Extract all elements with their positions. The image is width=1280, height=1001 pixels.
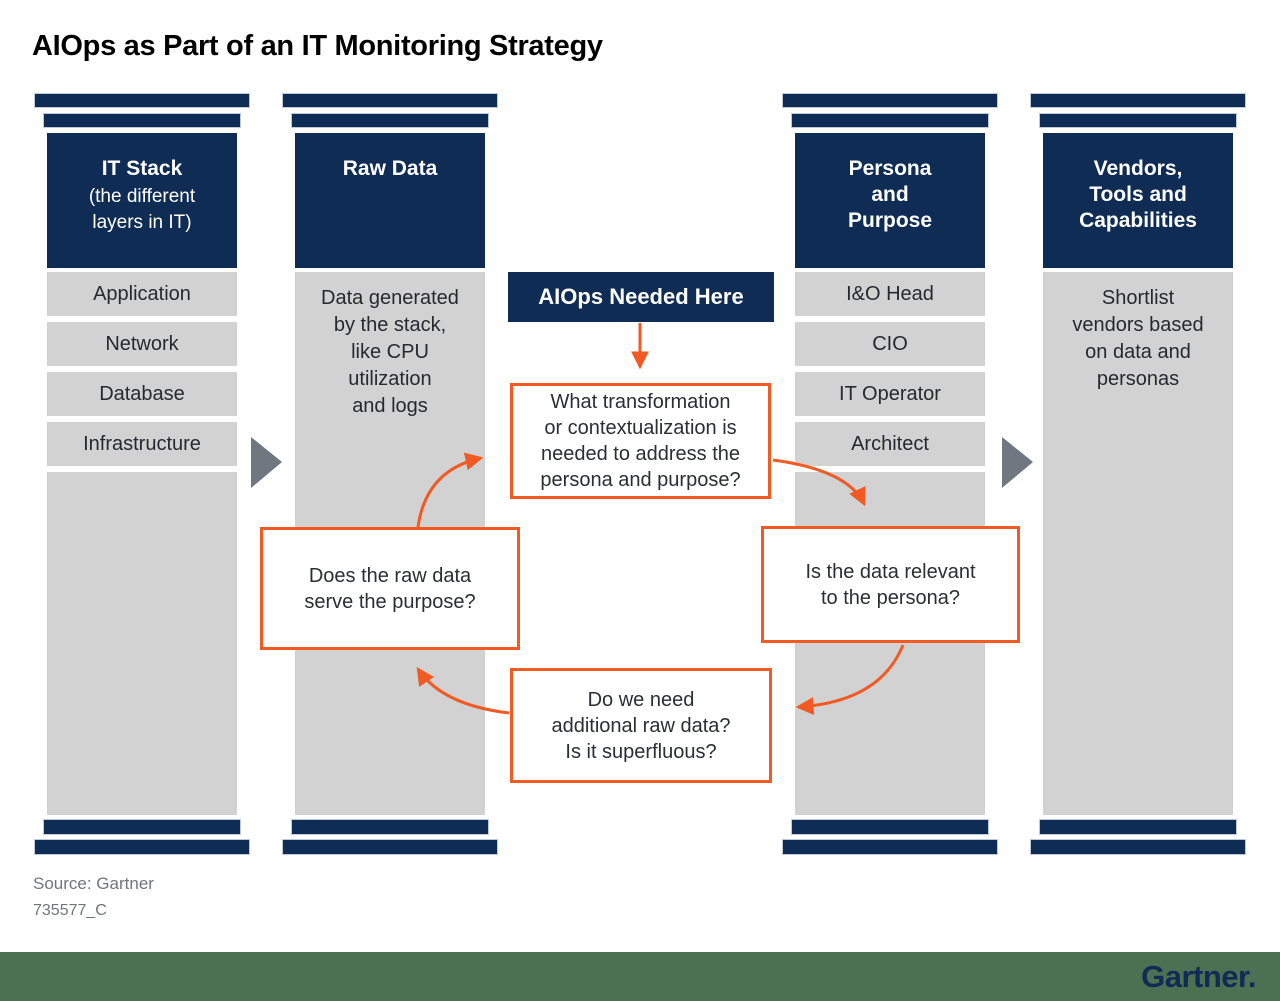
- layer-network: Network: [47, 322, 237, 366]
- aiops-needed-here-callout: AIOps Needed Here: [508, 272, 774, 322]
- pillar-header-vendors: Vendors, Tools and Capabilities: [1043, 133, 1233, 268]
- pillar-base-upper: [791, 819, 989, 835]
- pillar-it-stack: IT Stack (the different layers in IT) Ap…: [34, 93, 250, 855]
- source-note: Source: Gartner: [33, 874, 154, 893]
- pillar-raw-data: Raw Data Data generated by the stack, li…: [282, 93, 498, 855]
- pillar-persona-purpose: Persona and Purpose I&O Head CIO IT Oper…: [782, 93, 998, 855]
- pillar-base-bottom: [282, 839, 498, 855]
- pillar-cap-top: [782, 93, 998, 108]
- pillar-vendors-tools: Vendors, Tools and Capabilities Shortlis…: [1030, 93, 1246, 855]
- pillar-cap-lower: [43, 113, 241, 128]
- pillar-column: IT Stack (the different layers in IT) Ap…: [47, 133, 237, 855]
- persona-io-head: I&O Head: [795, 272, 985, 316]
- pillar-cap-top: [1030, 93, 1246, 108]
- layer-database: Database: [47, 372, 237, 416]
- pillar-cap-lower: [291, 113, 489, 128]
- pillar-body-text: Shortlist vendors based on data and pers…: [1043, 272, 1233, 815]
- pillar-base-bottom: [782, 839, 998, 855]
- pillar-title: Persona and Purpose: [847, 157, 933, 232]
- pillar-column: Vendors, Tools and Capabilities Shortlis…: [1043, 133, 1233, 855]
- figure-code: 735577_C: [33, 902, 107, 919]
- pillar-cap-lower: [791, 113, 989, 128]
- layer-infrastructure: Infrastructure: [47, 422, 237, 466]
- page-title: AIOps as Part of an IT Monitoring Strate…: [32, 30, 603, 62]
- pillar-shaft: [795, 472, 985, 815]
- layer-application: Application: [47, 272, 237, 316]
- persona-cio: CIO: [795, 322, 985, 366]
- flow-arrow-icon: [1002, 437, 1033, 488]
- persona-architect: Architect: [795, 422, 985, 466]
- gartner-logo: Gartner.: [1141, 959, 1256, 994]
- pillar-title: Raw Data: [342, 157, 438, 180]
- pillar-column: Persona and Purpose I&O Head CIO IT Oper…: [795, 133, 985, 855]
- pillar-cap-top: [34, 93, 250, 108]
- flow-arrow-icon: [251, 437, 282, 488]
- question-box-serve: Does the raw data serve the purpose?: [260, 527, 520, 650]
- pillar-title: IT Stack: [101, 157, 183, 180]
- pillar-header-raw-data: Raw Data: [295, 133, 485, 268]
- question-box-additional: Do we need additional raw data? Is it su…: [510, 668, 772, 783]
- pillar-subtitle: (the different layers in IT): [88, 186, 196, 233]
- pillar-base-upper: [1039, 819, 1237, 835]
- pillar-cap-lower: [1039, 113, 1237, 128]
- persona-it-operator: IT Operator: [795, 372, 985, 416]
- pillar-header-persona: Persona and Purpose: [795, 133, 985, 268]
- pillar-base-bottom: [34, 839, 250, 855]
- pillar-base-upper: [291, 819, 489, 835]
- pillar-title: Vendors, Tools and Capabilities: [1079, 157, 1197, 232]
- pillar-cap-top: [282, 93, 498, 108]
- pillar-base-upper: [43, 819, 241, 835]
- question-box-transformation: What transformation or contextualization…: [510, 383, 771, 499]
- pillar-header-it-stack: IT Stack (the different layers in IT): [47, 133, 237, 268]
- pillar-shaft: [47, 472, 237, 815]
- footer-bar: Gartner.: [0, 952, 1280, 1001]
- pillar-base-bottom: [1030, 839, 1246, 855]
- pillar-column: Raw Data Data generated by the stack, li…: [295, 133, 485, 855]
- question-box-relevant: Is the data relevant to the persona?: [761, 526, 1020, 643]
